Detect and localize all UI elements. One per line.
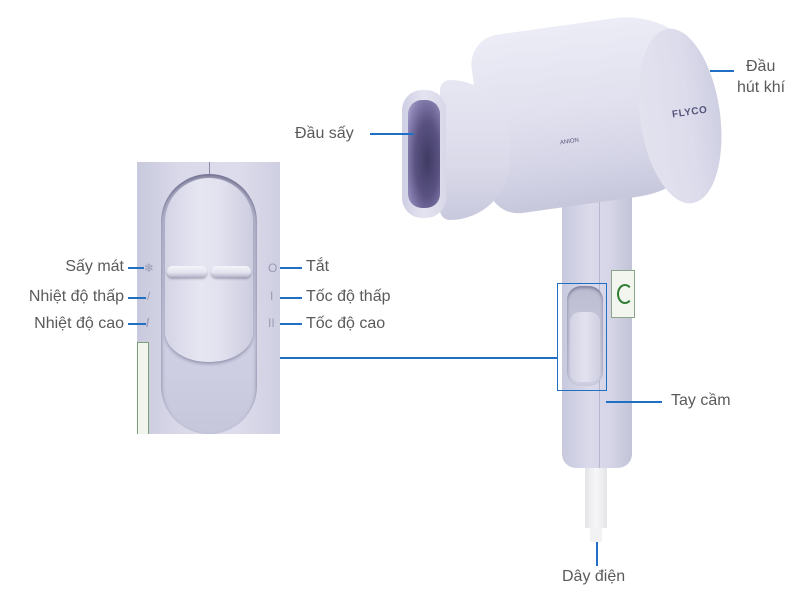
off-circle-icon: O xyxy=(268,261,278,275)
label-speed-low: Tốc độ thấp xyxy=(306,288,391,305)
label-low-temp: Nhiệt độ thấp xyxy=(28,288,124,305)
heat-switch-ridge xyxy=(167,266,207,277)
handle-switch-slider xyxy=(570,312,600,382)
leader-cool-dry xyxy=(128,267,144,269)
inset-connector-line xyxy=(280,357,558,359)
label-cool-dry: Sấy mát xyxy=(65,258,124,275)
leader-speed-low xyxy=(280,297,302,299)
leader-low-temp xyxy=(128,297,146,299)
label-cord: Dây điện xyxy=(562,568,626,585)
label-high-temp: Nhiệt độ cao xyxy=(34,315,124,332)
leader-nozzle xyxy=(370,133,414,135)
label-nozzle: Đầu sấy xyxy=(295,125,354,142)
cord-strain-relief xyxy=(585,468,607,528)
sticker-logo-icon xyxy=(617,284,633,304)
leader-handle xyxy=(606,401,662,403)
nozzle-opening xyxy=(408,100,440,208)
label-handle: Tay cầm xyxy=(671,392,731,409)
switch-inset-panel xyxy=(137,162,280,434)
leader-high-temp xyxy=(128,323,146,325)
leader-air-intake xyxy=(710,70,734,72)
speed-switch-ridge xyxy=(211,266,251,277)
heat-low-icon: / xyxy=(147,289,151,303)
leader-speed-high xyxy=(280,323,302,325)
label-air-intake-line1: Đầu xyxy=(746,58,776,75)
inset-sticker xyxy=(137,342,149,434)
snowflake-icon: ❄ xyxy=(144,261,155,275)
heat-high-icon: / xyxy=(146,316,150,330)
label-air-intake-line2: hút khí xyxy=(737,79,786,96)
speed-low-icon: I xyxy=(270,289,274,303)
label-speed-high: Tốc độ cao xyxy=(306,315,386,332)
cord-end xyxy=(590,528,602,542)
handle-switch-callout-box xyxy=(557,283,607,391)
leader-off xyxy=(280,267,302,269)
speed-high-icon: II xyxy=(268,316,275,330)
leader-cord xyxy=(596,542,598,566)
label-off: Tắt xyxy=(306,258,330,275)
